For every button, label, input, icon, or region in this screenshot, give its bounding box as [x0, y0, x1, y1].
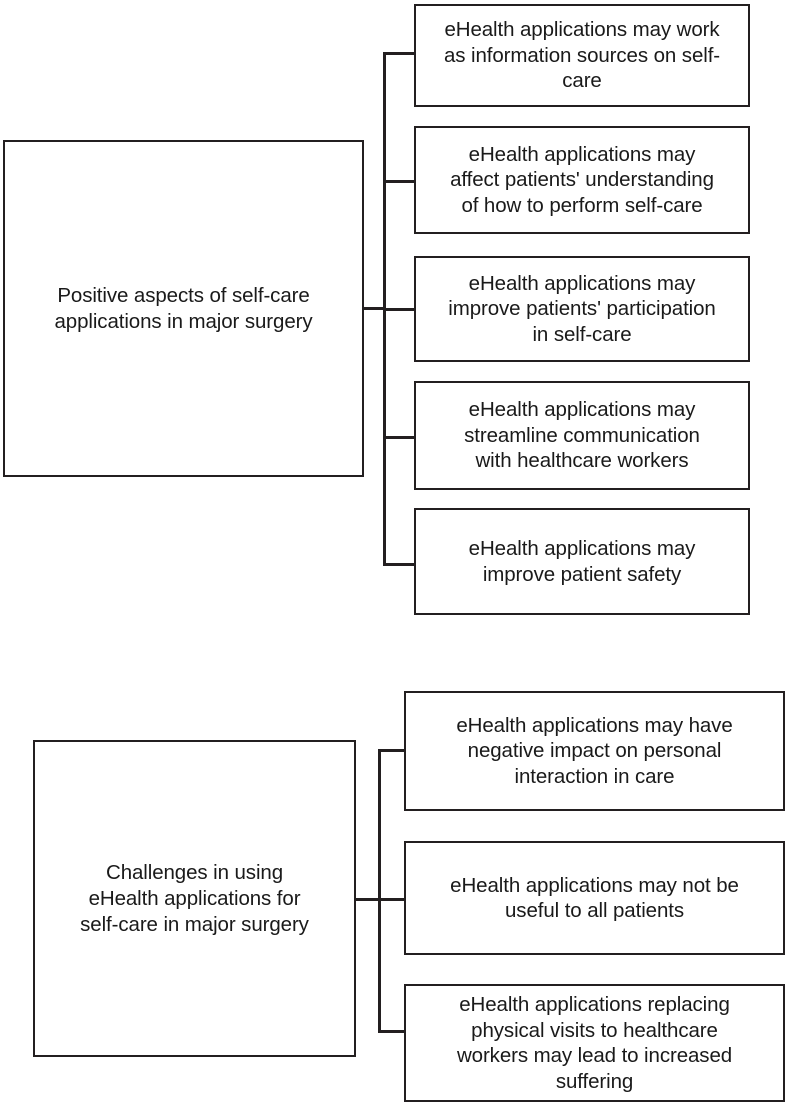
connector-branch-positive-3 — [383, 308, 416, 311]
connector-branch-challenges-2 — [378, 898, 406, 901]
child-node-positive-4-label: eHealth applications may streamline comm… — [464, 398, 700, 473]
child-node-challenges-1: eHealth applications may have negative i… — [404, 691, 785, 811]
child-node-challenges-1-label: eHealth applications may have negative i… — [456, 713, 733, 788]
connector-parent-stub-challenges — [356, 898, 380, 901]
child-node-challenges-3: eHealth applications replacing physical … — [404, 984, 785, 1102]
child-node-positive-5-label: eHealth applications may improve patient… — [468, 537, 696, 586]
child-node-positive-1: eHealth applications may work as informa… — [414, 4, 750, 107]
connector-branch-positive-5 — [383, 563, 416, 566]
child-node-positive-1-label: eHealth applications may work as informa… — [443, 18, 721, 93]
child-node-positive-5: eHealth applications may improve patient… — [414, 508, 750, 615]
child-node-challenges-2-label: eHealth applications may not be useful t… — [450, 873, 739, 923]
parent-node-challenges: Challenges in using eHealth applications… — [33, 740, 356, 1057]
child-node-positive-3: eHealth applications may improve patient… — [414, 256, 750, 362]
child-node-challenges-3-label: eHealth applications replacing physical … — [456, 993, 733, 1093]
connector-branch-challenges-1 — [378, 749, 406, 752]
connector-parent-stub-positive — [364, 307, 385, 310]
child-node-positive-4: eHealth applications may streamline comm… — [414, 381, 750, 490]
child-node-positive-2-label: eHealth applications may affect patients… — [450, 142, 714, 217]
connector-branch-challenges-3 — [378, 1030, 406, 1033]
parent-node-positive-aspects: Positive aspects of self-care applicatio… — [3, 140, 364, 477]
child-node-positive-2: eHealth applications may affect patients… — [414, 126, 750, 234]
parent-node-positive-aspects-label: Positive aspects of self-care applicatio… — [54, 283, 313, 333]
connector-branch-positive-4 — [383, 436, 416, 439]
child-node-positive-3-label: eHealth applications may improve patient… — [448, 271, 716, 346]
child-node-challenges-2: eHealth applications may not be useful t… — [404, 841, 785, 955]
connector-trunk-challenges — [378, 749, 381, 1032]
connector-branch-positive-2 — [383, 180, 416, 183]
connector-branch-positive-1 — [383, 52, 416, 55]
parent-node-challenges-label: Challenges in using eHealth applications… — [80, 860, 309, 936]
